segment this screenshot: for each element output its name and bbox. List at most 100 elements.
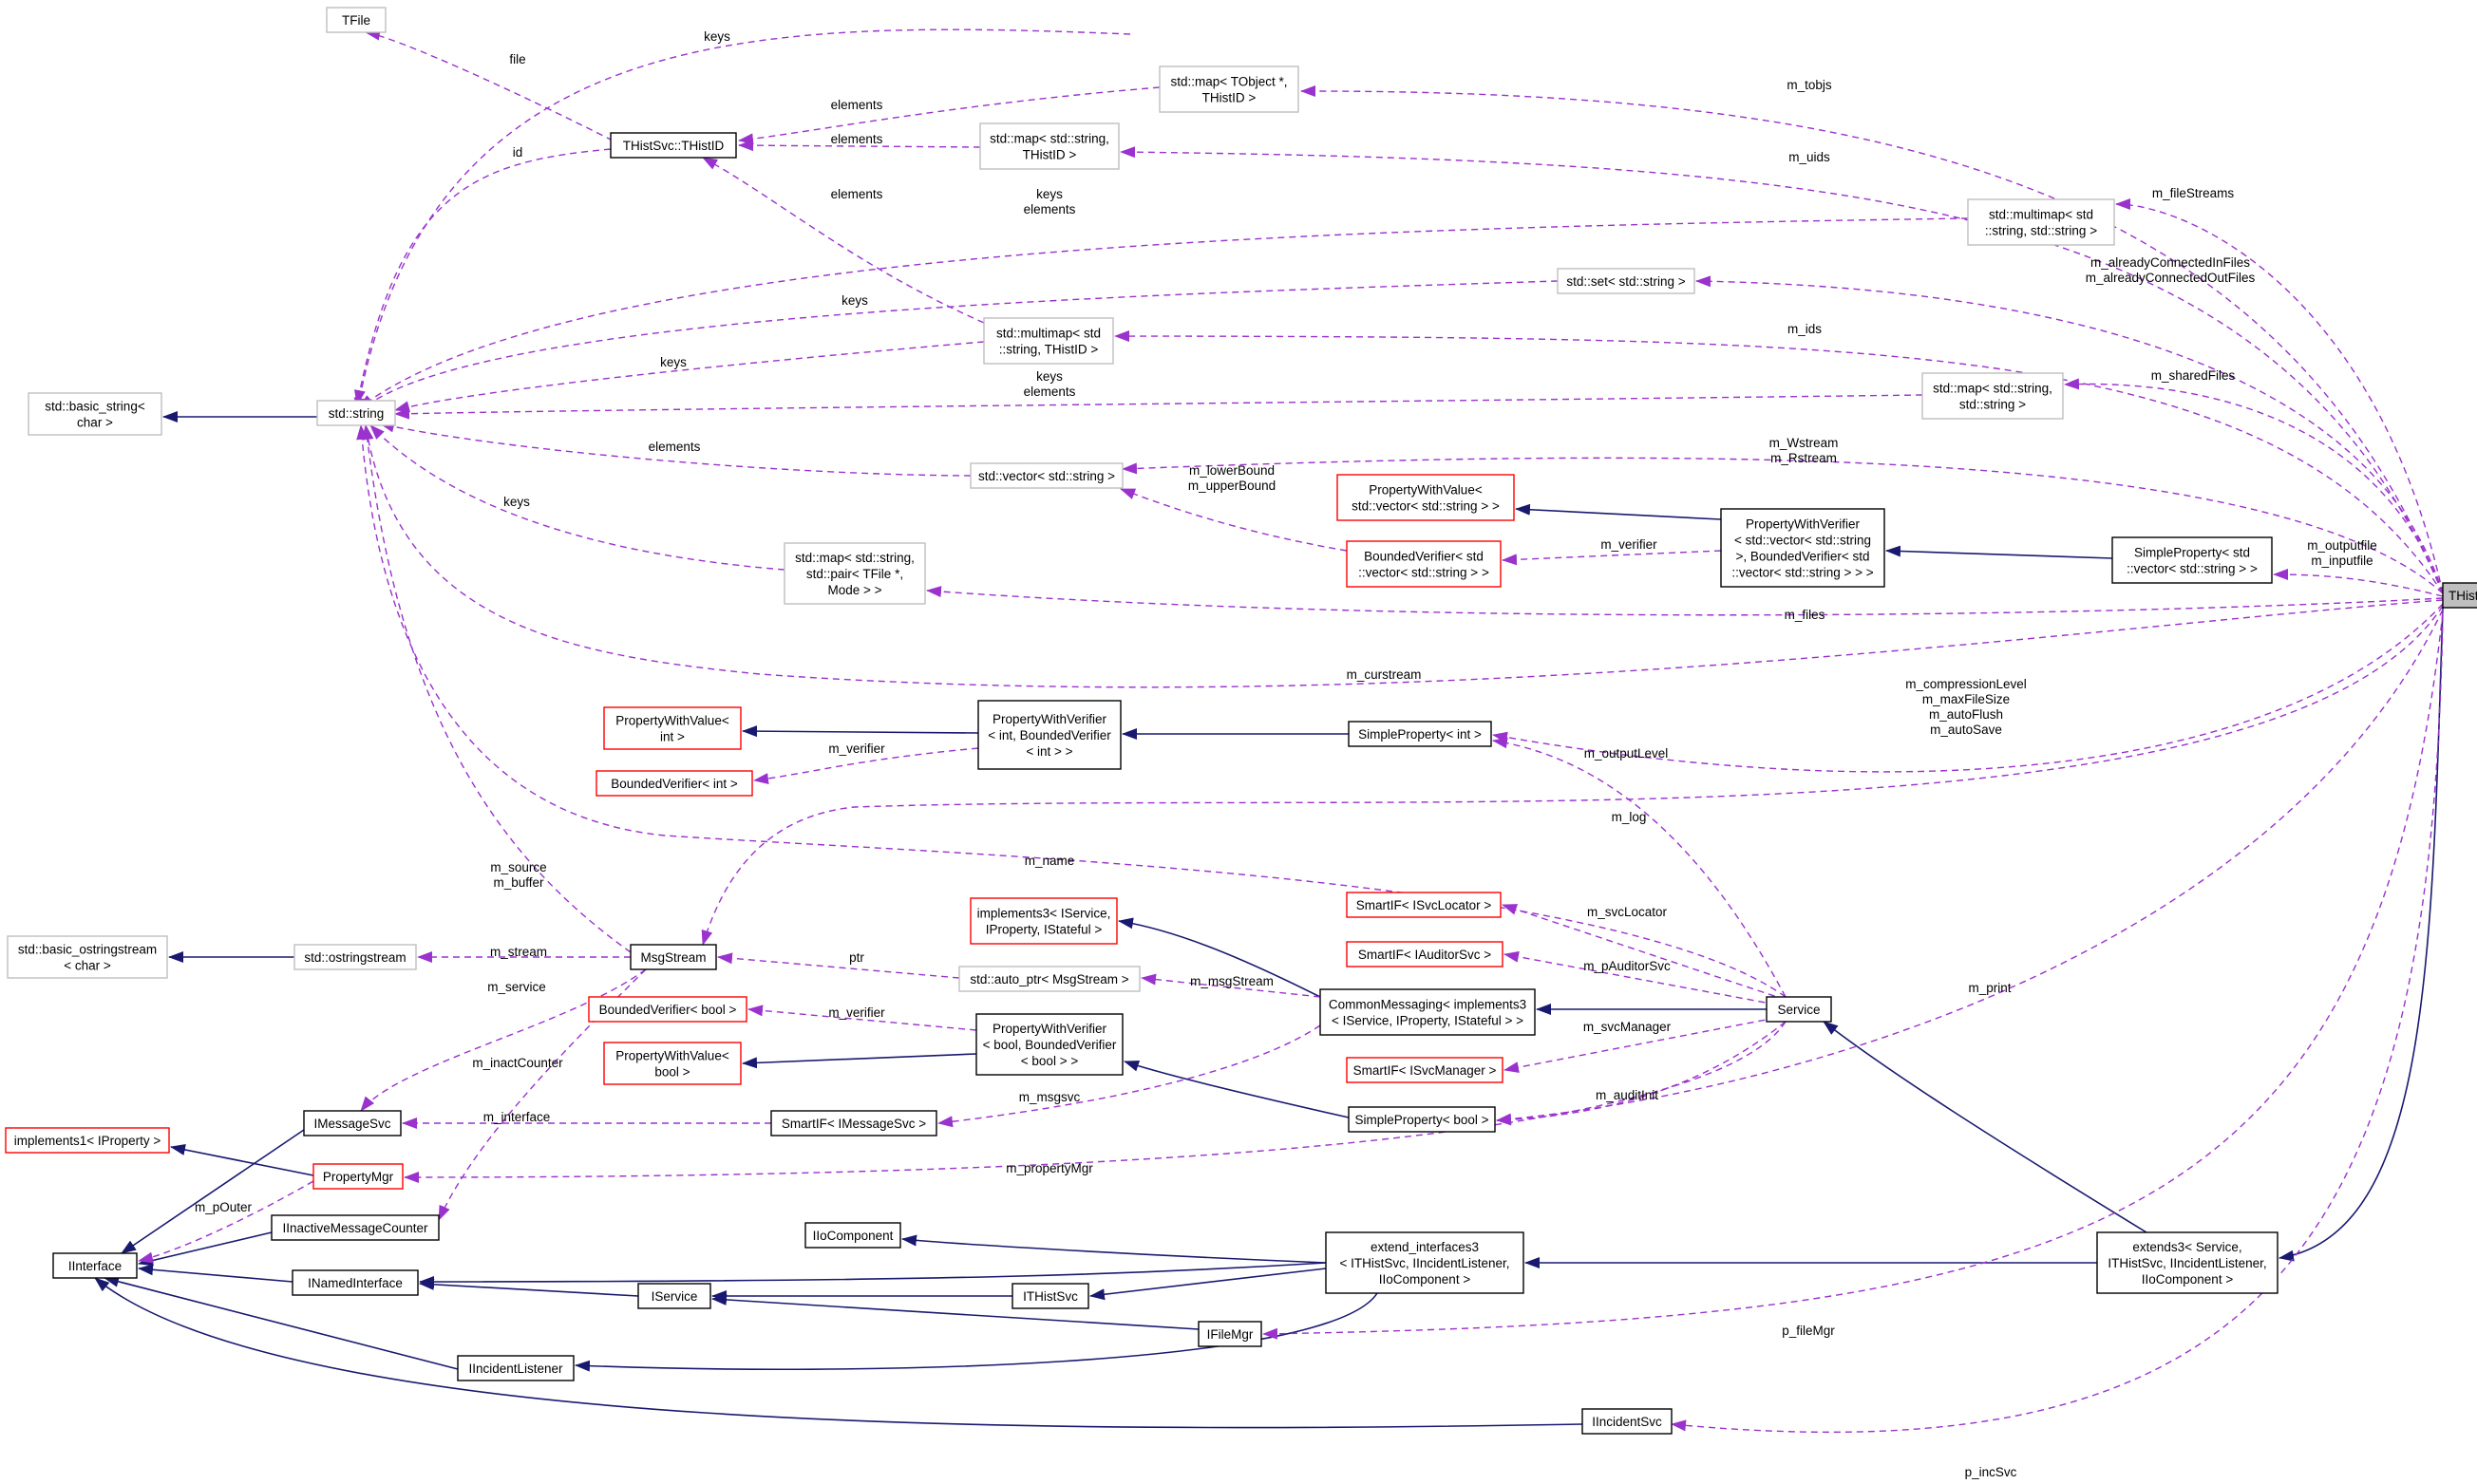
class-node-msgstream[interactable]: MsgStream — [630, 944, 717, 970]
class-node-smartif-imessagesvc[interactable]: SmartIF< IMessageSvc > — [770, 1110, 937, 1136]
class-node-pwver-bool[interactable]: PropertyWithVerifier< bool, BoundedVerif… — [975, 1013, 1124, 1076]
node-box — [303, 1110, 402, 1136]
node-label: PropertyWithVerifier — [1746, 517, 1861, 532]
usage-edge — [1122, 457, 2444, 594]
usage-edge — [362, 424, 2444, 688]
usage-edge — [1503, 950, 1777, 1005]
class-node-thistsvc[interactable]: THistSvc — [2442, 582, 2477, 609]
class-node-ostringstream[interactable]: std::ostringstream — [293, 944, 417, 970]
class-node-std-basic-string[interactable]: std::basic_string<char > — [28, 392, 162, 436]
inheritance-edge — [419, 1262, 1327, 1287]
edge-label: m_verifier — [828, 1005, 885, 1020]
edge-label: m_source — [490, 860, 546, 874]
class-node-map-pair[interactable]: std::map< std::string,std::pair< TFile *… — [784, 542, 926, 605]
node-label: SimpleProperty< std — [2134, 546, 2250, 560]
class-node-pwv-vector[interactable]: PropertyWithValue<std::vector< std::stri… — [1336, 474, 1515, 521]
node-label: MsgStream — [640, 950, 706, 965]
class-node-iservice[interactable]: IService — [637, 1283, 711, 1309]
inheritance-edge — [104, 1275, 459, 1370]
edge-label: m_inactCounter — [472, 1056, 563, 1070]
usage-edge — [1496, 609, 2444, 1125]
node-box — [1348, 1106, 1496, 1133]
node-box — [2096, 1231, 2278, 1294]
node-box — [1766, 996, 1832, 1023]
class-node-basic-ostringstream[interactable]: std::basic_ostringstream< char > — [7, 935, 168, 979]
class-node-extend-interfaces3[interactable]: extend_interfaces3< ITHistSvc, IIncident… — [1325, 1231, 1524, 1294]
node-box — [975, 1013, 1124, 1076]
class-node-inamedinterface[interactable]: INamedInterface — [292, 1269, 419, 1296]
edge-label: keys — [1036, 187, 1063, 201]
class-node-pwv-int[interactable]: PropertyWithValue<int > — [603, 706, 742, 750]
edge-label: p_fileMgr — [1782, 1324, 1835, 1338]
class-node-iinactivemessagecounter[interactable]: IInactiveMessageCounter — [271, 1214, 440, 1241]
class-node-service[interactable]: Service — [1766, 996, 1832, 1023]
node-label: ITHistSvc — [1023, 1289, 1078, 1304]
class-node-pwver-vector[interactable]: PropertyWithVerifier< std::vector< std::… — [1720, 508, 1885, 588]
class-node-sp-bool[interactable]: SimpleProperty< bool > — [1348, 1106, 1496, 1133]
edges-layer — [94, 28, 2444, 1434]
class-node-multimap-string-string[interactable]: std::multimap< std::string, std::string … — [1967, 198, 2115, 246]
class-node-implements1[interactable]: implements1< IProperty > — [5, 1127, 170, 1154]
class-node-smartif-isvcmanager[interactable]: SmartIF< ISvcManager > — [1346, 1057, 1503, 1083]
node-label: ::vector< std::string > > > — [1731, 566, 1873, 580]
class-node-imessagesvc[interactable]: IMessageSvc — [303, 1110, 402, 1136]
node-label: BoundedVerifier< int > — [611, 777, 738, 791]
class-node-pwv-bool[interactable]: PropertyWithValue<bool > — [603, 1042, 742, 1085]
class-node-bv-int[interactable]: BoundedVerifier< int > — [596, 770, 753, 797]
node-box — [1921, 372, 2064, 420]
edge-label: m_maxFileSize — [1922, 692, 2010, 706]
usage-edge — [365, 28, 614, 141]
class-node-set-string[interactable]: std::set< std::string > — [1557, 268, 1695, 294]
class-node-smartif-iauditorsvc[interactable]: SmartIF< IAuditorSvc > — [1346, 941, 1503, 967]
class-node-commonmessaging[interactable]: CommonMessaging< implements3< IService, … — [1319, 988, 1536, 1036]
class-node-ithistsvc[interactable]: ITHistSvc — [1012, 1283, 1089, 1309]
class-node-pwver-int[interactable]: PropertyWithVerifier< int, BoundedVerifi… — [977, 700, 1122, 770]
usage-edge — [1502, 904, 1787, 1001]
class-node-iincidentlistener[interactable]: IIncidentListener — [457, 1355, 575, 1381]
node-box — [603, 706, 742, 750]
node-label: < IService, IProperty, IStateful > > — [1332, 1014, 1523, 1028]
class-node-bv-vector[interactable]: BoundedVerifier< std::vector< std::strin… — [1346, 540, 1502, 588]
class-node-iinterface[interactable]: IInterface — [52, 1252, 138, 1279]
class-node-tfile[interactable]: TFile — [326, 7, 387, 33]
node-label: < int, BoundedVerifier — [988, 728, 1111, 742]
class-node-smartif-isvclocator[interactable]: SmartIF< ISvcLocator > — [1346, 892, 1502, 918]
inheritance-edge — [2278, 607, 2444, 1262]
usage-edge — [360, 968, 647, 1112]
usage-edge — [2273, 569, 2444, 597]
class-node-bv-bool[interactable]: BoundedVerifier< bool > — [588, 996, 747, 1023]
node-label: IMessageSvc — [313, 1117, 390, 1131]
class-node-implements3[interactable]: implements3< IService,IProperty, IStatef… — [970, 897, 1118, 945]
edge-label: keys — [1036, 369, 1063, 384]
class-node-iiocomponent[interactable]: IIoComponent — [804, 1222, 901, 1249]
class-node-propertymgr[interactable]: PropertyMgr — [312, 1163, 404, 1190]
class-node-map-tobject[interactable]: std::map< TObject *,THistID > — [1159, 66, 1299, 113]
usage-edge — [138, 1180, 314, 1264]
class-node-map-string-thistid[interactable]: std::map< std::string,THistID > — [979, 122, 1120, 170]
class-node-multimap-string-thistid[interactable]: std::multimap< std::string, THistID > — [983, 317, 1114, 365]
node-box — [1967, 198, 2115, 246]
class-node-auto-ptr[interactable]: std::auto_ptr< MsgStream > — [958, 966, 1141, 992]
edge-label: m_autoSave — [1930, 723, 2002, 737]
edge-label: m_alreadyConnectedOutFiles — [2086, 271, 2256, 285]
class-node-vector-string[interactable]: std::vector< std::string > — [970, 462, 1124, 489]
node-box — [2111, 536, 2273, 584]
inheritance-edge — [1089, 1268, 1327, 1301]
class-node-sp-int[interactable]: SimpleProperty< int > — [1348, 721, 1492, 747]
edge-label: m_log — [1612, 810, 1647, 824]
usage-edge — [2115, 198, 2444, 594]
usage-edge — [701, 605, 2444, 946]
node-box — [1346, 892, 1502, 918]
class-node-iincidentsvc[interactable]: IIncidentSvc — [1581, 1408, 1673, 1435]
node-box — [326, 7, 387, 33]
class-node-ifilemgr[interactable]: IFileMgr — [1198, 1321, 1262, 1347]
usage-edge — [1492, 603, 2444, 773]
edge-label: m_Wstream — [1769, 436, 1839, 450]
usage-edge — [369, 424, 785, 571]
class-node-std-string[interactable]: std::string — [316, 400, 396, 426]
class-node-sp-vector[interactable]: SimpleProperty< std::vector< std::string… — [2111, 536, 2273, 584]
class-node-extends3[interactable]: extends3< Service,ITHistSvc, IIncidentLi… — [2096, 1231, 2278, 1294]
usage-edge — [738, 86, 1161, 145]
class-node-map-string-string[interactable]: std::map< std::string,std::string > — [1921, 372, 2064, 420]
class-node-thistsvc-thistid[interactable]: THistSvc::THistID — [610, 132, 737, 159]
